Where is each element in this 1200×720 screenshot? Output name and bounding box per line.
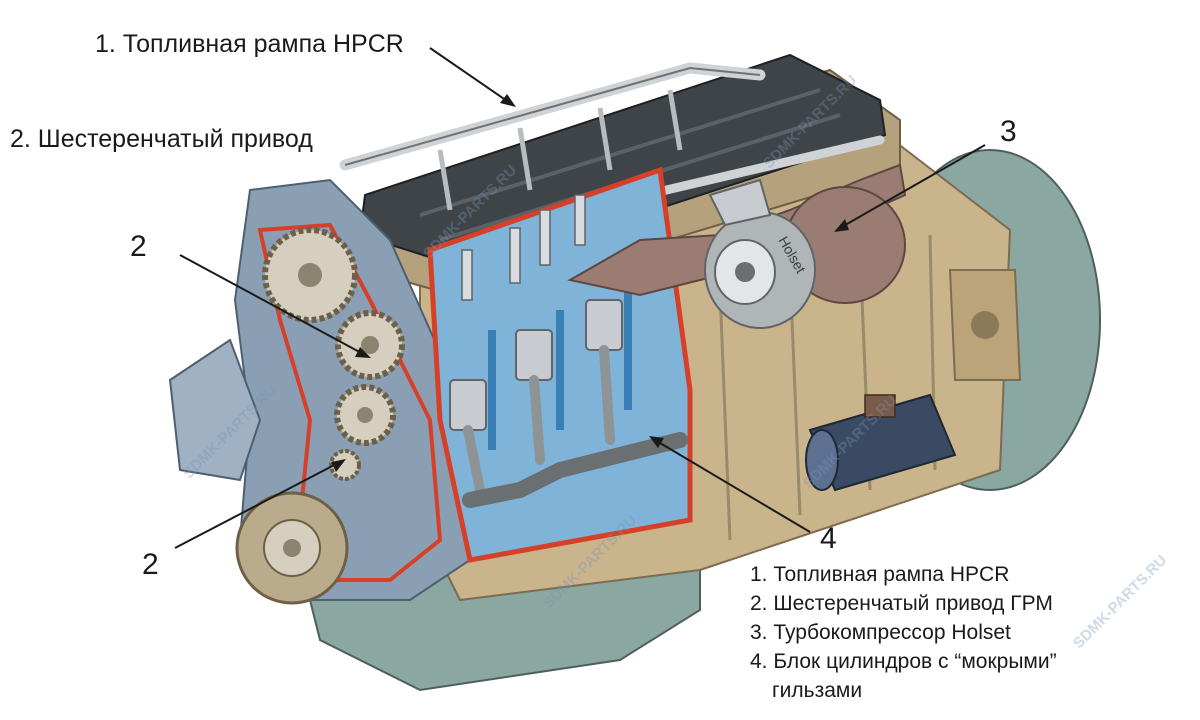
pistons: [449, 299, 623, 431]
leader-lines: [174, 47, 986, 549]
turbocharger: Holset: [704, 178, 906, 329]
arrowhead-3: [834, 219, 849, 232]
leader-2-lower: [174, 461, 341, 549]
legend-item: 2. Шестеренчатый привод ГРМ: [750, 592, 1053, 615]
arrowhead-2-lower: [331, 459, 346, 472]
leader-arrowheads: [331, 94, 849, 472]
leader-4: [654, 439, 811, 533]
legend-item: 3. Турбокомпрессор Holset: [750, 621, 1011, 644]
cylinder-liners: [488, 290, 632, 450]
leader-3: [839, 144, 986, 229]
legend-item: гильзами: [772, 679, 863, 702]
callout-2-lower: 2: [142, 548, 159, 581]
legend-item: 4. Блок цилиндров с “мокрыми”: [750, 650, 1057, 673]
callout-4: 4: [820, 522, 837, 555]
callout-3: 3: [1000, 115, 1017, 148]
front-cover-bulge: [168, 338, 262, 482]
engine-mount-hole: [971, 311, 999, 339]
legend-item: 1. Топливная рампа HPCR: [750, 563, 1010, 586]
injectors: [461, 194, 586, 301]
fuel-rail-outline: [344, 66, 761, 166]
block-ribs: [718, 234, 937, 541]
leader-1: [429, 47, 511, 104]
fuel-lines: [437, 89, 683, 211]
label-fuel-rail: 1. Топливная рампа HPCR: [95, 30, 404, 58]
connecting-rods: [463, 345, 615, 495]
crank-pulley-hub: [283, 539, 301, 557]
timing-gears: [262, 227, 405, 481]
legend: 1. Топливная рампа HPCR 2. Шестеренчатый…: [750, 560, 1057, 705]
callout-2-upper: 2: [130, 230, 147, 263]
leader-2-upper: [179, 254, 366, 356]
arrowhead-1: [500, 94, 516, 107]
starter-motor: [805, 393, 957, 492]
crankshaft: [462, 432, 688, 508]
arrowhead-4: [649, 436, 664, 448]
arrowhead-2-upper: [355, 347, 371, 358]
label-gear-drive: 2. Шестеренчатый привод: [10, 125, 313, 153]
